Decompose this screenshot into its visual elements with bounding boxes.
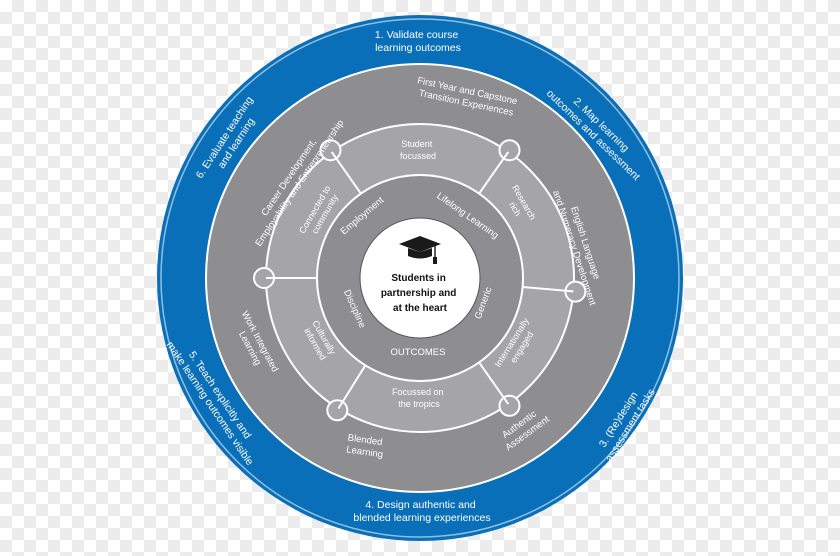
puzzle-tab <box>498 394 521 417</box>
puzzle-divider <box>330 151 362 195</box>
outer-step-line: 1. Validate course <box>375 29 458 41</box>
center: Students in partnership and at the heart <box>359 217 481 339</box>
puzzle-divider <box>522 286 574 293</box>
gray-item-line: Blended <box>347 432 383 448</box>
outer-step-line: blended learning experiences <box>353 512 490 524</box>
puzzle-piece-tropics: Focussed on the tropics <box>392 387 446 409</box>
puzzle-tab <box>498 139 521 162</box>
puzzle-piece-line: the tropics <box>398 399 440 409</box>
center-line: partnership and <box>381 288 457 299</box>
puzzle-piece-line: focussed <box>400 151 436 161</box>
center-line: at the heart <box>393 303 448 314</box>
puzzle-piece-student-focussed: Student focussed <box>400 139 436 161</box>
outer-step-validate: 1. Validate course learning outcomes <box>375 29 461 54</box>
outer-step-design: 4. Design authentic and blended learning… <box>353 499 490 524</box>
center-line: Students in <box>391 273 445 284</box>
puzzle-divider <box>478 151 510 195</box>
puzzle-tab <box>326 399 349 422</box>
outer-ring-edge <box>160 18 680 538</box>
outer-step-line: learning outcomes <box>375 42 461 54</box>
center-disc <box>359 217 481 339</box>
puzzle-tab <box>319 139 342 162</box>
outer-step-line: 4. Design authentic and <box>365 499 475 511</box>
puzzle-tabs <box>253 139 587 422</box>
puzzle-piece-line: Focussed on <box>392 387 444 397</box>
puzzle-divider <box>337 364 367 410</box>
puzzle-divider <box>478 361 510 405</box>
graduation-cap-icon <box>399 236 441 264</box>
puzzle-dividers <box>266 151 574 410</box>
center-text: Students in partnership and at the heart <box>381 273 459 314</box>
inner-item-outcomes: OUTCOMES <box>391 347 446 358</box>
inner-item-line: OUTCOMES <box>391 347 446 358</box>
gray-item-line: Learning <box>346 444 384 460</box>
puzzle-piece-line: Student <box>401 139 433 149</box>
gray-item-blended: Blended Learning <box>345 432 385 460</box>
